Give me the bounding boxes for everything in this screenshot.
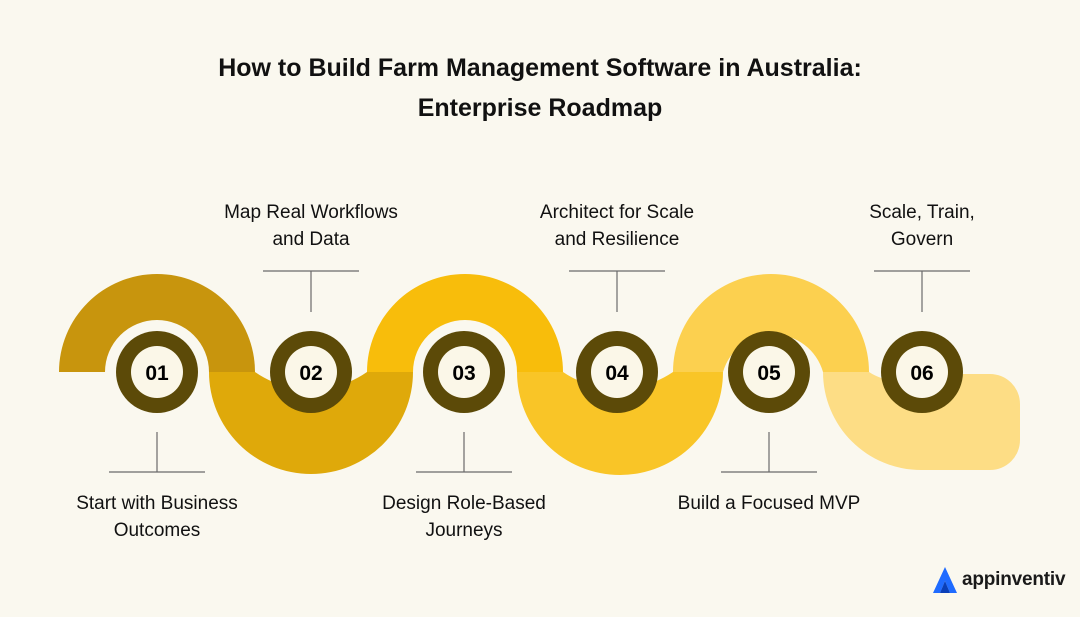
wave-segment-3 <box>367 274 563 372</box>
wave-segment-6 <box>823 372 1020 470</box>
step-label-02: Map Real Workflows and Data <box>181 199 441 253</box>
step-label-line: Start with Business <box>76 493 238 514</box>
step-label-06: Scale, Train, Govern <box>792 199 1052 253</box>
page-title: How to Build Farm Management Software in… <box>0 48 1080 128</box>
step-badge-03: 03 <box>423 331 505 413</box>
step-number: 02 <box>299 362 322 385</box>
step-label-line: and Data <box>272 229 350 250</box>
step-label-05: Build a Focused MVP <box>639 490 899 517</box>
step-badge-06: 06 <box>881 331 963 413</box>
step-label-03: Design Role-Based Journeys <box>334 490 594 544</box>
step-badge-04: 04 <box>576 331 658 413</box>
step-badge-02: 02 <box>270 331 352 413</box>
wave-segment-5 <box>673 274 869 372</box>
step-label-line: Build a Focused MVP <box>677 493 861 514</box>
step-number: 03 <box>452 362 475 385</box>
page-title-line1: How to Build Farm Management Software in… <box>218 54 862 82</box>
appinventiv-logo: appinventiv <box>932 565 1066 595</box>
step-number: 05 <box>757 362 781 385</box>
step-label-04: Architect for Scale and Resilience <box>487 199 747 253</box>
wave-segment-4 <box>517 372 723 475</box>
step-label-line: Scale, Train, <box>869 202 975 223</box>
step-number: 01 <box>145 362 169 385</box>
logo-text: appinventiv <box>962 569 1066 590</box>
step-label-line: and Resilience <box>554 229 680 250</box>
step-label-line: Design Role-Based <box>382 493 546 514</box>
step-label-line: Architect for Scale <box>539 202 695 223</box>
wave-segment-1 <box>59 274 255 372</box>
step-number: 04 <box>605 362 629 385</box>
step-label-01: Start with Business Outcomes <box>27 490 287 544</box>
step-badge-01: 01 <box>116 331 198 413</box>
step-label-line: Govern <box>890 229 954 250</box>
appinventiv-logo-icon <box>933 567 957 593</box>
step-number: 06 <box>910 362 933 385</box>
step-badge-05: 05 <box>728 331 810 413</box>
wave-segment-2 <box>209 372 413 474</box>
page-title-line2: Enterprise Roadmap <box>417 94 663 122</box>
step-label-line: Outcomes <box>113 520 201 541</box>
step-label-line: Map Real Workflows <box>224 202 398 223</box>
step-label-line: Journeys <box>425 520 503 541</box>
